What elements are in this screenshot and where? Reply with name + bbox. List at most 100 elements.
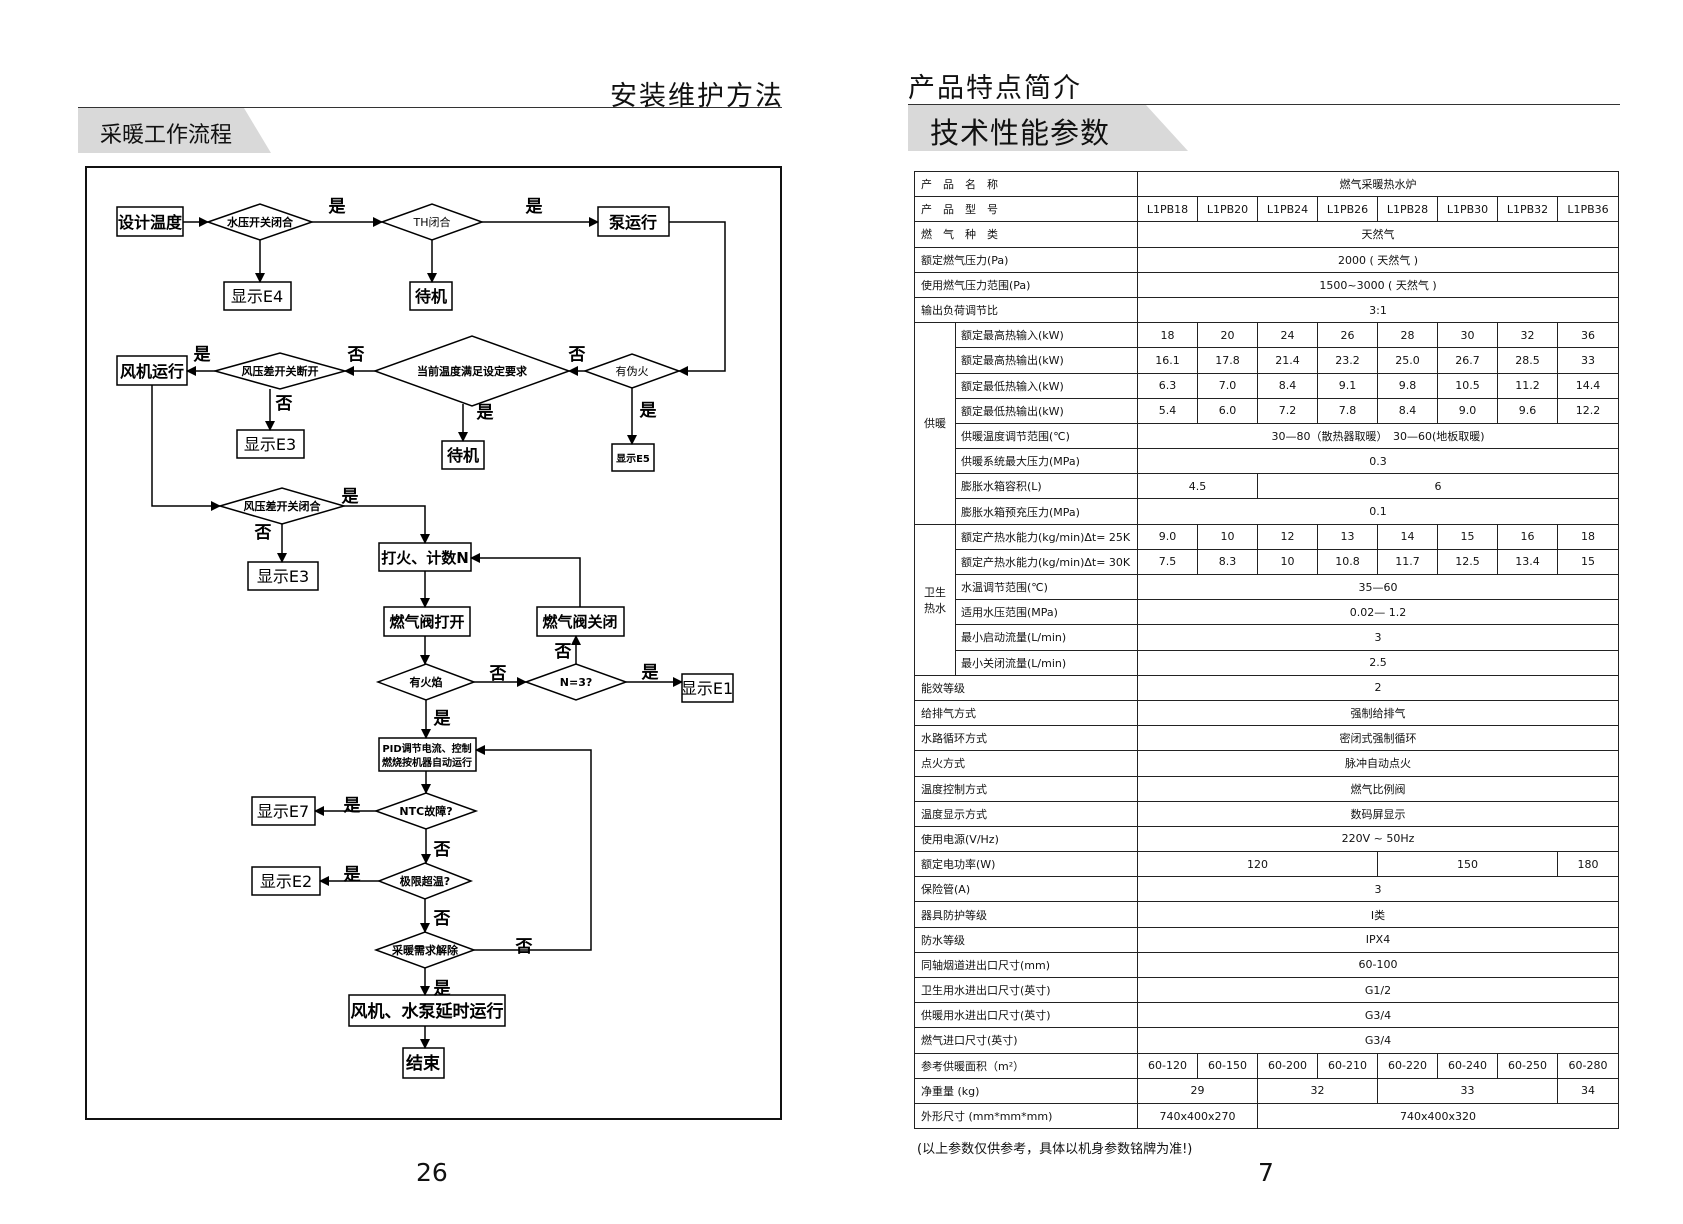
label-yes: 是 [526, 197, 543, 217]
table-row: 参考供暖面积（m²） 60-120 60-150 60-200 60-210 6… [914, 1052, 1619, 1079]
label-heat-release: 采暖需求解除 [391, 943, 459, 957]
label-yes: 是 [342, 487, 359, 507]
cell: 16.1 [1137, 347, 1198, 374]
label-ignite: 打火、计数N [381, 549, 469, 567]
cell: 16 [1497, 523, 1558, 550]
table-row: 额定电功率(W) 120 150 180 [914, 851, 1619, 878]
table-row: 水路循环方式 密闭式强制循环 [914, 725, 1619, 752]
table-row: 额定最低热输出(kW) 5.4 6.0 7.2 7.8 8.4 9.0 9.6 … [915, 397, 1619, 424]
label-end: 结束 [406, 1053, 440, 1074]
table-row: 最小关闭流量(L/min) 2.5 [915, 649, 1619, 676]
cell: 9.8 [1377, 372, 1438, 399]
cell: 7.0 [1197, 372, 1258, 399]
section-title-right: 技术性能参数 [930, 116, 1111, 150]
row-label: 温度控制方式 [914, 775, 1138, 802]
cell: 8.4 [1377, 397, 1438, 424]
row-label: 给排气方式 [914, 699, 1138, 727]
cell: 14 [1377, 523, 1438, 550]
cell: 26.7 [1437, 347, 1498, 374]
label-standby-1: 待机 [415, 287, 447, 306]
row-value: G3/4 [1137, 1002, 1619, 1029]
table-row: 卫生用水进出口尺寸(英寸) G1/2 [914, 976, 1619, 1004]
cell: 28.5 [1497, 347, 1558, 374]
table-row: 防水等级 IPX4 [914, 926, 1619, 953]
cell: 11.7 [1377, 548, 1438, 576]
label-pid-2: 燃烧按机器自动运行 [382, 756, 472, 769]
cell: 32 [1257, 1077, 1378, 1104]
row-label: 供暖系统最大压力(MPa) [955, 448, 1138, 475]
label-no: 否 [489, 664, 507, 684]
cell: 6 [1257, 473, 1619, 500]
header-rule-right [908, 104, 1620, 105]
table-row: 额定燃气压力(Pa) 2000 ( 天然气 ) [914, 246, 1619, 273]
group-dhw-line2: 热水 [924, 601, 946, 615]
table-row: 点火方式 脉冲自动点火 [914, 750, 1619, 777]
label-no: 否 [433, 909, 451, 929]
cell: 25.0 [1377, 347, 1438, 374]
label-fan-run: 风机运行 [120, 362, 184, 381]
cell: 60-200 [1257, 1052, 1318, 1079]
label-show-e3a: 显示E3 [244, 435, 296, 454]
cell: 34 [1557, 1077, 1619, 1104]
label-show-e2: 显示E2 [260, 872, 312, 891]
label-n3: N=3? [560, 676, 592, 689]
label-gas-close: 燃气阀关闭 [542, 613, 617, 631]
row-value: 3 [1137, 624, 1619, 651]
label-has-flame: 有火焰 [410, 675, 443, 689]
label-delay-run: 风机、水泵延时运行 [351, 1001, 504, 1022]
page-header-right: 产品特点简介 [908, 73, 1082, 104]
cell: 30 [1437, 322, 1498, 349]
cell: 8.4 [1257, 372, 1318, 399]
table-row: 温度显示方式 数码屏显示 [914, 800, 1619, 827]
row-label: 防水等级 [914, 926, 1138, 953]
label-no: 否 [515, 937, 533, 957]
label-cur-temp: 当前温度满足设定要求 [417, 364, 528, 378]
row-label: 燃气进口尺寸(英寸) [914, 1027, 1138, 1054]
cell: 7.2 [1257, 397, 1318, 424]
cell: L1PB18 [1137, 196, 1198, 223]
row-label: 额定产热水能力(kg/min)Δt= 25K [955, 523, 1138, 550]
row-label: 水温调节范围(℃) [955, 573, 1138, 601]
footnote: (以上参数仅供参考，具体以机身参数铭牌为准!) [917, 1142, 1193, 1157]
cell: 12 [1257, 523, 1318, 550]
row-label: 膨胀水箱预充压力(MPa) [955, 498, 1138, 525]
row-label: 产 品 名 称 [914, 170, 1138, 198]
table-row: 外形尺寸 (mm*mm*mm) 740x400x270 740x400x320 [914, 1102, 1619, 1130]
row-label: 额定燃气压力(Pa) [914, 246, 1138, 273]
page-number-left: 26 [416, 1158, 448, 1187]
table-row: 卫生 热水 额定产热水能力(kg/min)Δt= 25K 9.0 10 12 1… [914, 523, 1619, 676]
cell: 60-120 [1137, 1052, 1198, 1079]
row-value: 60-100 [1137, 951, 1619, 979]
row-label: 器具防护等级 [914, 901, 1138, 928]
cell: 150 [1377, 851, 1558, 878]
row-label: 额定最高热输入(kW) [955, 322, 1138, 349]
cell: 4.5 [1137, 473, 1258, 500]
row-label: 能效等级 [914, 674, 1138, 701]
cell: 33 [1557, 347, 1619, 374]
row-label: 最小关闭流量(L/min) [955, 649, 1138, 676]
label-false-fire: 有伪火 [616, 364, 649, 378]
table-row: 器具防护等级 I类 [914, 901, 1619, 928]
label-set-temp: 设计温度 [118, 213, 183, 232]
row-label: 参考供暖面积（m²） [914, 1052, 1138, 1079]
row-label: 保险管(A) [914, 876, 1138, 903]
label-show-e3b: 显示E3 [257, 567, 309, 586]
row-value: 0.1 [1137, 498, 1619, 525]
cell: 18 [1557, 523, 1619, 550]
row-value: G1/2 [1137, 976, 1619, 1004]
cell: 5.4 [1137, 397, 1198, 424]
heating-flowchart: 设计温度 水压开关闭合 TH闭合 泵运行 显示E4 待机 风机运行 风压差开关断… [116, 197, 734, 1079]
table-row: 适用水压范围(MPa) 0.02— 1.2 [915, 599, 1619, 626]
table-row: 供暖 额定最高热输入(kW) 18 20 24 26 28 30 32 36 [914, 322, 1619, 525]
label-yes: 是 [344, 865, 361, 885]
table-row: 膨胀水箱预充压力(MPa) 0.1 [915, 498, 1619, 525]
table-row: 燃 气 种 类 天然气 [914, 221, 1619, 248]
row-label: 供暖温度调节范围(℃) [955, 422, 1138, 450]
label-yes: 是 [477, 403, 494, 423]
label-yes: 是 [329, 197, 346, 217]
cell: L1PB26 [1317, 196, 1378, 223]
cell: 8.3 [1197, 548, 1258, 576]
row-label: 额定最高热输出(kW) [955, 347, 1138, 374]
cell: 17.8 [1197, 347, 1258, 374]
table-row: 使用电源(V/Hz) 220V ~ 50Hz [914, 825, 1619, 853]
